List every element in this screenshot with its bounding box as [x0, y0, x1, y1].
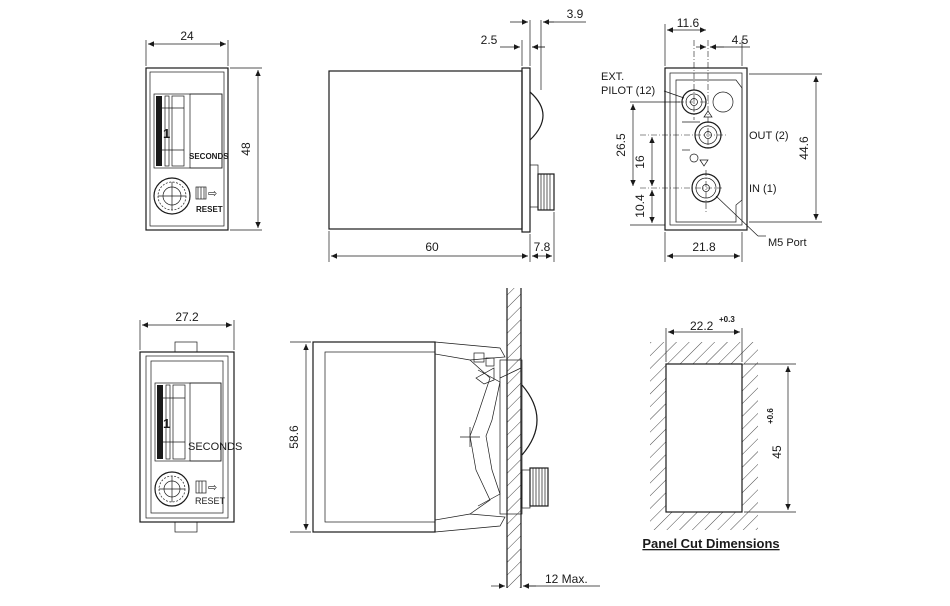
rear-ext-label-2: PILOT (12)	[601, 85, 655, 97]
mounted-front-view: 1 SECONDS ⇨ RESET 27.2	[139, 310, 242, 533]
panel-cut-width-dim: 22.2	[690, 319, 714, 333]
rear-top-dim-2: 4.5	[732, 33, 749, 47]
rear-in-label: IN (1)	[749, 183, 777, 195]
panel-cut-width-tol: +0.3	[719, 315, 735, 324]
panel-cut-height-dim: 45	[770, 445, 784, 459]
front-dial-label: SECONDS	[189, 152, 229, 161]
mounted-dial-label: SECONDS	[188, 441, 242, 453]
mounted-reset-arrow-icon: ⇨	[208, 482, 217, 494]
rear-out-label: OUT (2)	[749, 130, 789, 142]
panel-cut-height-tol: +0.6	[766, 408, 775, 424]
rear-dim-10-4: 10.4	[633, 194, 647, 218]
rear-ext-label-1: EXT.	[601, 71, 624, 83]
front-width-dim: 24	[180, 29, 194, 43]
side-flange-dim: 3.9	[567, 7, 584, 21]
mounted-dial-digit: 1	[163, 416, 170, 431]
panel-cut-view: 22.2 +0.3 45 +0.6 Panel Cut Dimensions	[642, 315, 796, 551]
mounted-reset-label: RESET	[195, 496, 226, 506]
side-view: 60 7.8 2.5 3.9	[328, 7, 586, 262]
front-knob-outer	[153, 177, 191, 215]
rear-dim-26-5: 26.5	[614, 133, 628, 157]
panel-cut-opening	[665, 363, 743, 513]
rear-bottom-dim: 21.8	[692, 240, 716, 254]
front-dial-digit: 1	[163, 126, 170, 141]
mounted-side-view: 58.6 12 Max.	[287, 288, 600, 589]
rear-port-note: M5 Port	[768, 237, 807, 249]
mounted-height-dim: 58.6	[287, 425, 301, 449]
panel-cut-title: Panel Cut Dimensions	[642, 536, 779, 551]
rear-height-dim: 44.6	[797, 136, 811, 160]
front-reset-label: RESET	[196, 205, 223, 214]
front-height-dim: 48	[239, 142, 253, 156]
front-view: 1 SECONDS ⇨ RESET 24 48	[145, 29, 262, 231]
mounted-width-dim: 27.2	[175, 310, 199, 324]
rear-view: 11.6 4.5 44.6 26.5 16 10.4 21.8 EXT. PIL…	[601, 16, 822, 262]
front-reset-arrow-icon: ⇨	[208, 188, 217, 200]
rear-top-dim-1: 11.6	[677, 16, 700, 30]
side-gap-dim: 2.5	[481, 33, 498, 47]
side-knob-dim: 7.8	[534, 240, 551, 254]
mounted-panel-dim: 12 Max.	[545, 572, 588, 586]
side-length-dim: 60	[425, 240, 439, 254]
rear-dim-16: 16	[633, 155, 647, 169]
